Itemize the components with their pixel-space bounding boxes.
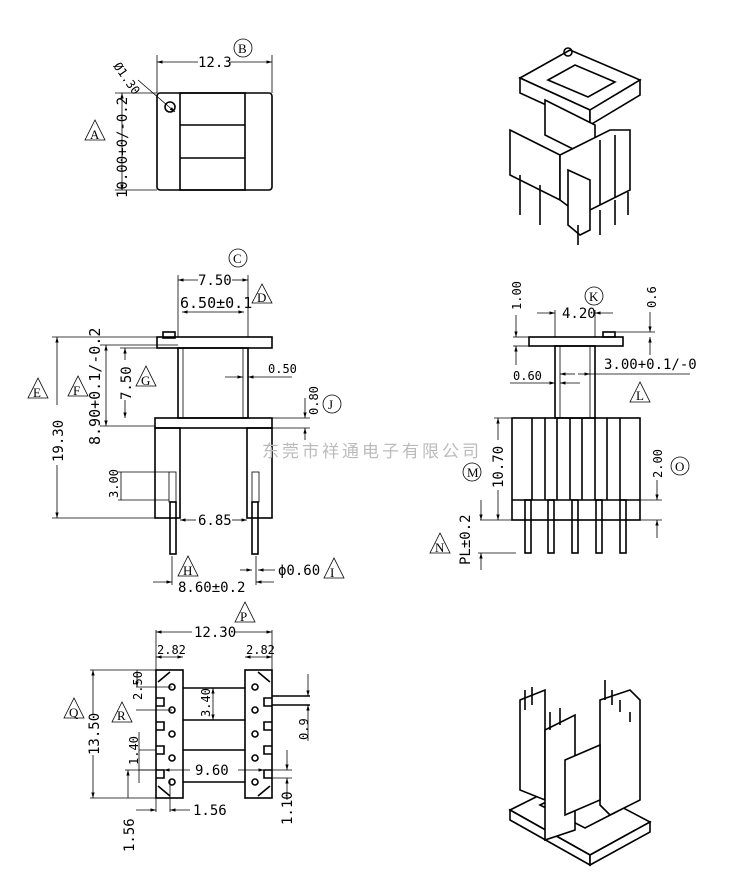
dim-10-70: 10.70 <box>491 446 507 488</box>
dim-12-3: 12.3 <box>198 55 232 71</box>
label-i: I <box>330 565 334 580</box>
dim-7-50-vertical: 7.50 <box>119 366 135 400</box>
dim-13-50: 13.50 <box>87 713 103 755</box>
dim-6-50: 6.50±0.1 <box>180 294 252 312</box>
label-c: C <box>233 251 242 266</box>
label-k: K <box>589 289 599 304</box>
dim-0-80: 0.80 <box>307 386 321 415</box>
dim-1-56-vertical: 1.56 <box>122 818 138 852</box>
side-ribs <box>512 418 640 501</box>
isometric-view-bottom <box>508 680 652 867</box>
dim-8-60: 8.60±0.2 <box>178 580 245 596</box>
dim-2-82-right: 2.82 <box>246 643 275 657</box>
label-m: M <box>467 465 479 480</box>
label-h: H <box>183 563 192 578</box>
label-q: Q <box>69 705 79 720</box>
dim-0-9: 0.9 <box>297 718 311 740</box>
bottom-view: 12.30 P 2.82 2.82 13.50 Q 2.50 R 3.40 1.… <box>63 601 311 852</box>
dim-7-50: 7.50 <box>198 273 232 289</box>
dim-12-30: 12.30 <box>194 625 236 641</box>
isometric-view-top <box>509 47 642 245</box>
dim-6-85: 6.85 <box>198 513 232 529</box>
dim-0-50: 0.50 <box>268 362 297 376</box>
dim-0-6: 0.6 <box>645 286 659 308</box>
label-n: N <box>435 540 445 555</box>
label-a: A <box>90 127 100 142</box>
dim-height-10: 10.00+0/-0.2 <box>115 97 131 198</box>
label-j: J <box>328 397 333 412</box>
pin-holes <box>168 683 259 786</box>
dim-pin-length: PL±0.2 <box>458 514 474 565</box>
dim-2-82-left: 2.82 <box>157 643 186 657</box>
dim-2-50: 2.50 <box>131 671 145 700</box>
label-e: E <box>33 385 41 400</box>
front-view: 7.50 C 6.50±0.1 D 19.30 E 8.90+0.1/-0.2 … <box>27 248 345 596</box>
side-view: 4.20 K 1.00 0.6 3.00+0.1/-0 0.60 L 10.70… <box>429 281 697 570</box>
dim-hole-dia: Ø1.30 <box>111 60 143 98</box>
label-p: P <box>240 609 247 624</box>
label-f: F <box>73 383 80 398</box>
dim-19-30: 19.30 <box>51 420 67 462</box>
dim-1-40: 1.40 <box>127 736 141 765</box>
label-l: L <box>636 388 644 403</box>
label-r: R <box>117 708 126 723</box>
label-d: D <box>257 290 266 305</box>
dim-1-10: 1.10 <box>280 791 296 825</box>
dim-2-00: 2.00 <box>651 449 665 478</box>
label-b: B <box>238 41 247 56</box>
dim-3-00-tol: 3.00+0.1/-0 <box>604 357 697 373</box>
dim-4-20: 4.20 <box>562 306 596 322</box>
dim-3-00: 3.00 <box>107 469 121 498</box>
slots <box>156 671 272 797</box>
dim-8-90: 8.90+0.1/-0.2 <box>86 328 104 445</box>
label-o: O <box>675 459 684 474</box>
dim-1-56-horizontal: 1.56 <box>193 803 227 819</box>
dim-9-60: 9.60 <box>195 763 229 779</box>
dim-0-60: 0.60 <box>513 369 542 383</box>
label-g: G <box>141 373 150 388</box>
watermark: 东莞市祥通电子有限公司 <box>262 442 482 462</box>
top-view: 12.3 B Ø1.30 10.00+0/-0.2 A <box>84 38 273 198</box>
dim-3-40: 3.40 <box>199 688 213 717</box>
dim-pin-dia: ϕ0.60 <box>278 563 320 579</box>
dim-1-00: 1.00 <box>510 281 524 310</box>
